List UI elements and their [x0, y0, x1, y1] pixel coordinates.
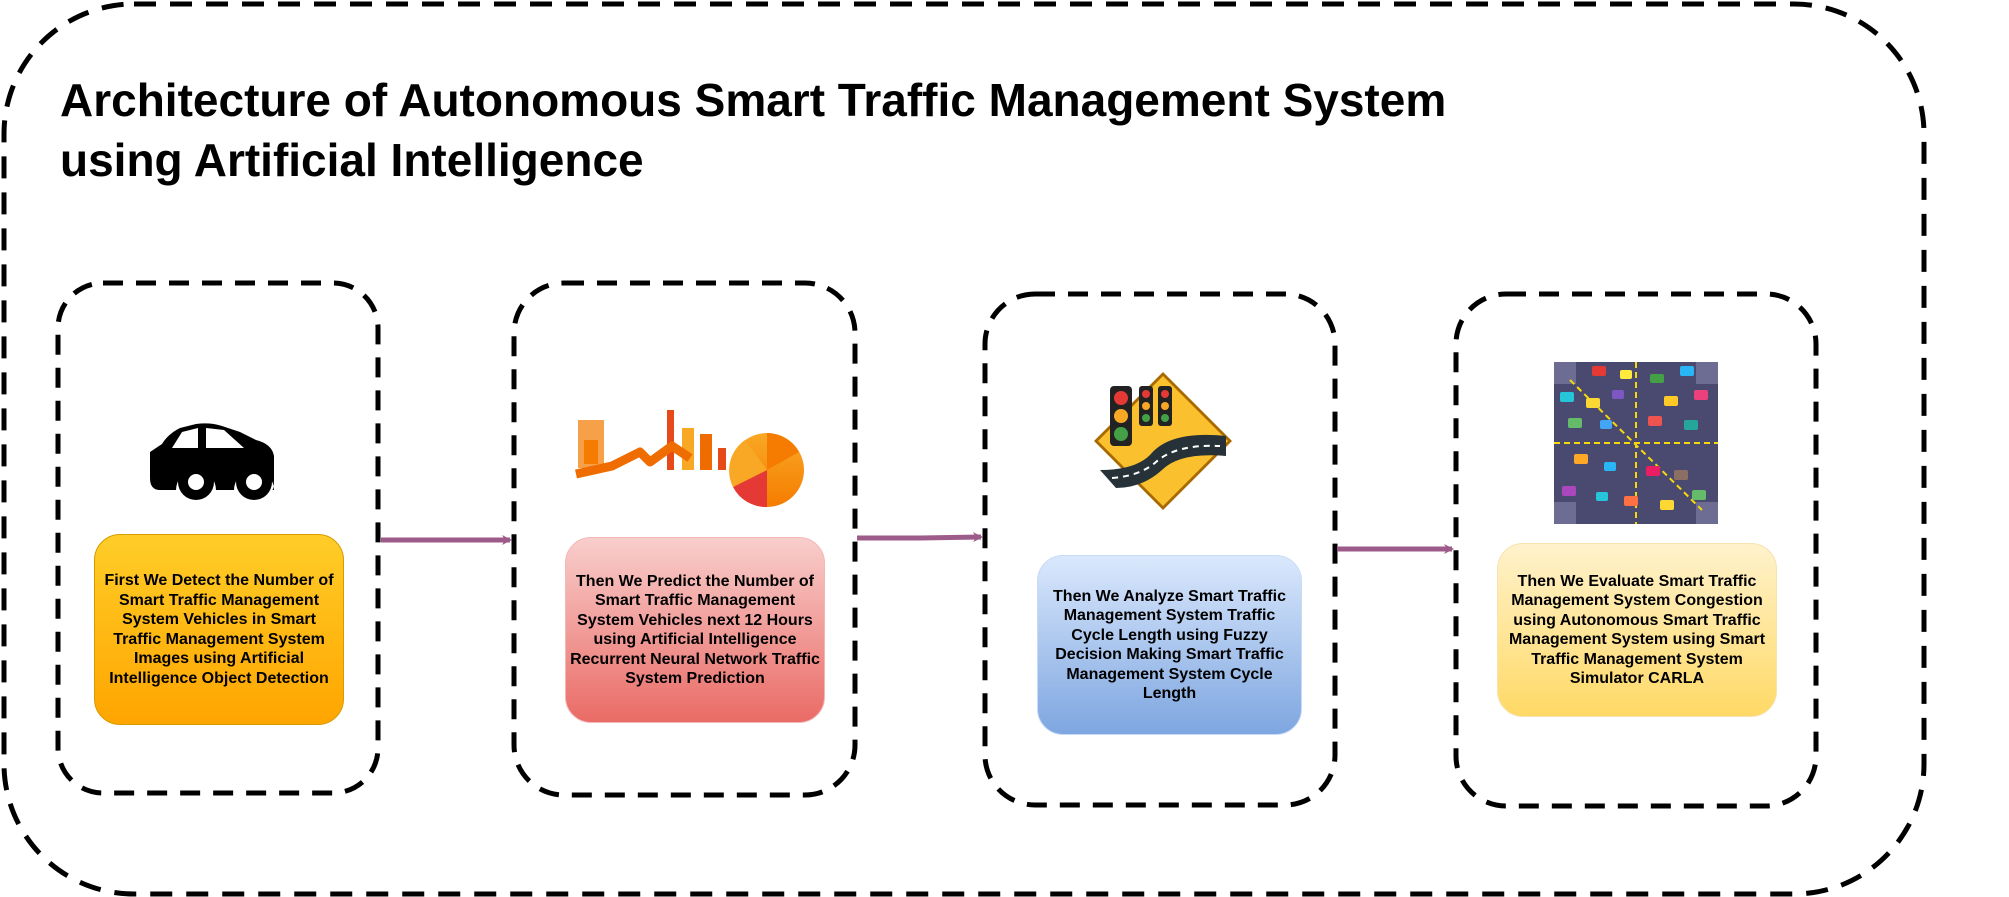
diagram-title: Architecture of Autonomous Smart Traffic…	[60, 70, 1660, 190]
step-frame-1	[55, 280, 381, 796]
traffic-light-road-sign-icon	[1094, 372, 1232, 510]
step-text-predict: Then We Predict the Number of Smart Traf…	[570, 572, 820, 688]
step-card-detect: First We Detect the Number of Smart Traf…	[94, 534, 344, 725]
step-text-analyze: Then We Analyze Smart Traffic Management…	[1053, 587, 1286, 703]
step-card-evaluate: Then We Evaluate Smart Traffic Managemen…	[1497, 543, 1777, 717]
step-text-detect: First We Detect the Number of Smart Traf…	[104, 572, 334, 687]
step-frame-3	[982, 291, 1338, 808]
title-line-1: Architecture of Autonomous Smart Traffic…	[60, 74, 1447, 126]
step-card-analyze: Then We Analyze Smart Traffic Management…	[1037, 555, 1302, 735]
car-icon	[150, 423, 274, 500]
bar-pie-chart-icon	[575, 410, 804, 508]
step-card-predict: Then We Predict the Number of Smart Traf…	[565, 537, 825, 723]
step-text-evaluate: Then We Evaluate Smart Traffic Managemen…	[1508, 572, 1766, 688]
step-frame-2	[511, 280, 858, 798]
outer-frame	[1, 1, 1927, 897]
flow-arrow-2	[857, 532, 983, 543]
step-frame-4	[1453, 291, 1819, 809]
intersection-traffic-jam-icon	[1554, 362, 1718, 524]
title-line-2: using Artificial Intelligence	[60, 134, 644, 186]
